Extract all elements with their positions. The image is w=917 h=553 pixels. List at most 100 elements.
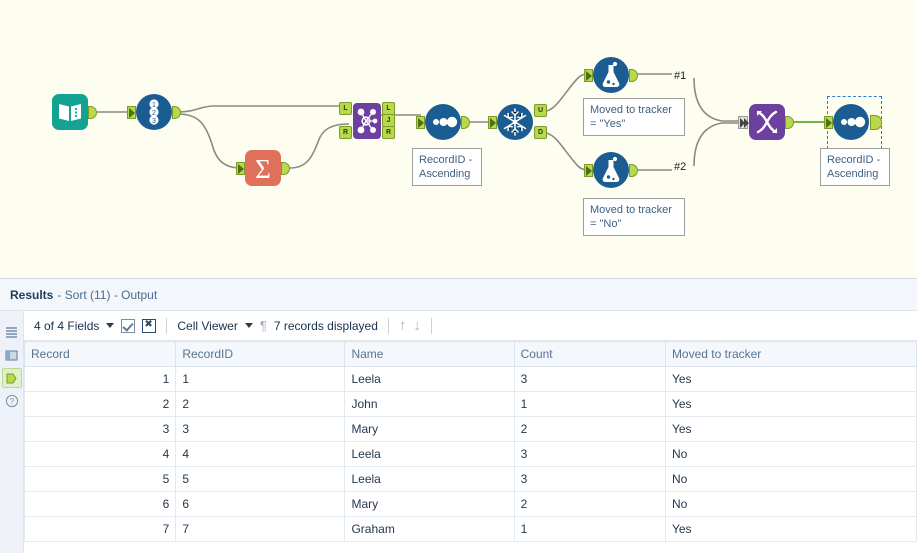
rail-list-icon[interactable]: [2, 322, 22, 342]
fields-count-label[interactable]: 4 of 4 Fields: [34, 318, 100, 333]
cell-record[interactable]: 6: [23, 491, 177, 517]
node-formula-yes[interactable]: [584, 57, 638, 93]
cell-viewer-dropdown-caret-icon[interactable]: [244, 323, 253, 328]
formula-tool-yes[interactable]: [593, 57, 629, 93]
union-tool[interactable]: [749, 104, 785, 140]
cell-count[interactable]: 2: [513, 491, 666, 517]
node-summarize[interactable]: Σ: [236, 150, 290, 186]
cell-moved[interactable]: No: [664, 466, 917, 492]
record-id-output-port[interactable]: [172, 106, 181, 119]
table-row[interactable]: 4 4 Leela 3 No: [23, 441, 917, 467]
cell-name[interactable]: Leela: [344, 441, 515, 467]
cell-name[interactable]: Leela: [344, 366, 515, 392]
cell-recordid[interactable]: 2: [175, 391, 346, 417]
join-input-right-port[interactable]: R: [339, 126, 352, 139]
cell-name[interactable]: Leela: [344, 466, 515, 492]
formula-1-input-port[interactable]: [584, 69, 593, 82]
node-union[interactable]: [738, 104, 794, 140]
cell-count[interactable]: 3: [513, 441, 666, 467]
cell-recordid[interactable]: 7: [175, 516, 346, 542]
pilcrow-icon[interactable]: ¶: [259, 318, 267, 333]
union-input-port[interactable]: [738, 116, 749, 129]
rail-panel-icon[interactable]: [2, 345, 22, 365]
cell-count[interactable]: 3: [513, 466, 666, 492]
cell-moved[interactable]: No: [664, 491, 917, 517]
deselect-all-fields-icon[interactable]: [142, 318, 157, 333]
sort-tool[interactable]: [425, 104, 461, 140]
cell-recordid[interactable]: 3: [175, 416, 346, 442]
scroll-down-icon[interactable]: ↓: [413, 317, 421, 334]
cell-record[interactable]: 7: [23, 516, 177, 542]
cell-name[interactable]: John: [344, 391, 515, 417]
cell-moved[interactable]: Yes: [664, 391, 917, 417]
union-output-port[interactable]: [785, 116, 794, 129]
cell-count[interactable]: 3: [513, 366, 666, 392]
cell-name[interactable]: Mary: [344, 416, 515, 442]
sort-1-output-port[interactable]: [461, 116, 470, 129]
column-header-moved-to-tracker[interactable]: Moved to tracker: [664, 341, 917, 367]
cell-moved[interactable]: Yes: [664, 416, 917, 442]
column-header-name[interactable]: Name: [344, 341, 515, 367]
formula-1-output-port[interactable]: [629, 69, 638, 82]
cell-record[interactable]: 3: [23, 416, 177, 442]
scroll-up-icon[interactable]: ↑: [398, 317, 407, 334]
table-row[interactable]: 2 2 John 1 Yes: [23, 391, 917, 417]
sort-1-input-port[interactable]: [416, 116, 425, 129]
formula-2-input-port[interactable]: [584, 164, 593, 177]
table-row[interactable]: 3 3 Mary 2 Yes: [23, 416, 917, 442]
column-header-count[interactable]: Count: [513, 341, 666, 367]
table-row[interactable]: 6 6 Mary 2 No: [23, 491, 917, 517]
record-id-input-port[interactable]: [127, 106, 136, 119]
cell-moved[interactable]: No: [664, 441, 917, 467]
node-sort-1[interactable]: [416, 104, 470, 140]
fields-dropdown-caret-icon[interactable]: [106, 323, 115, 328]
table-row[interactable]: 7 7 Graham 1 Yes: [23, 516, 917, 542]
select-all-fields-icon[interactable]: [121, 318, 136, 333]
node-formula-no[interactable]: [584, 152, 638, 188]
cell-record[interactable]: 4: [23, 441, 177, 467]
workflow-canvas[interactable]: 1 2 3 Σ L R: [0, 0, 917, 278]
summarize-tool[interactable]: Σ: [245, 150, 281, 186]
unique-input-port[interactable]: [488, 116, 497, 129]
unique-output-duplicate-port[interactable]: D: [534, 126, 547, 139]
record-id-tool[interactable]: 1 2 3: [136, 94, 172, 130]
cell-record[interactable]: 2: [23, 391, 177, 417]
text-input-output-port[interactable]: [88, 106, 97, 119]
table-row[interactable]: 5 5 Leela 3 No: [23, 466, 917, 492]
rail-output-icon[interactable]: [1, 368, 22, 388]
cell-record[interactable]: 5: [23, 466, 177, 492]
sort-2-output-port[interactable]: [870, 115, 882, 130]
results-data-grid[interactable]: Record RecordID Name Count Moved to trac…: [23, 341, 917, 542]
sort-tool-selected[interactable]: [833, 104, 869, 140]
join-tool[interactable]: [353, 103, 381, 139]
text-input-tool[interactable]: [52, 94, 88, 130]
unique-tool[interactable]: [497, 104, 533, 140]
cell-recordid[interactable]: 5: [175, 466, 346, 492]
unique-output-unique-port[interactable]: U: [534, 104, 547, 117]
cell-name[interactable]: Graham: [344, 516, 515, 542]
node-join[interactable]: L R L J R: [339, 102, 395, 139]
cell-moved[interactable]: Yes: [664, 516, 917, 542]
node-record-id[interactable]: 1 2 3: [127, 94, 181, 130]
cell-moved[interactable]: Yes: [664, 366, 917, 392]
formula-2-output-port[interactable]: [629, 164, 638, 177]
cell-recordid[interactable]: 4: [175, 441, 346, 467]
formula-tool-no[interactable]: [593, 152, 629, 188]
node-unique[interactable]: U D: [488, 104, 547, 140]
join-input-left-port[interactable]: L: [339, 102, 352, 115]
node-text-input[interactable]: [52, 94, 97, 130]
column-header-record[interactable]: Record: [23, 341, 177, 367]
summarize-input-port[interactable]: [236, 162, 245, 175]
cell-count[interactable]: 1: [513, 391, 666, 417]
sort-2-input-port[interactable]: [824, 116, 833, 129]
cell-recordid[interactable]: 1: [175, 366, 346, 392]
cell-viewer-label[interactable]: Cell Viewer: [177, 318, 238, 333]
cell-record[interactable]: 1: [23, 366, 177, 392]
table-row[interactable]: 1 1 Leela 3 Yes: [23, 366, 917, 392]
cell-count[interactable]: 1: [513, 516, 666, 542]
cell-name[interactable]: Mary: [344, 491, 515, 517]
cell-recordid[interactable]: 6: [175, 491, 346, 517]
cell-count[interactable]: 2: [513, 416, 666, 442]
summarize-output-port[interactable]: [281, 162, 290, 175]
join-output-right-port[interactable]: R: [382, 126, 395, 139]
